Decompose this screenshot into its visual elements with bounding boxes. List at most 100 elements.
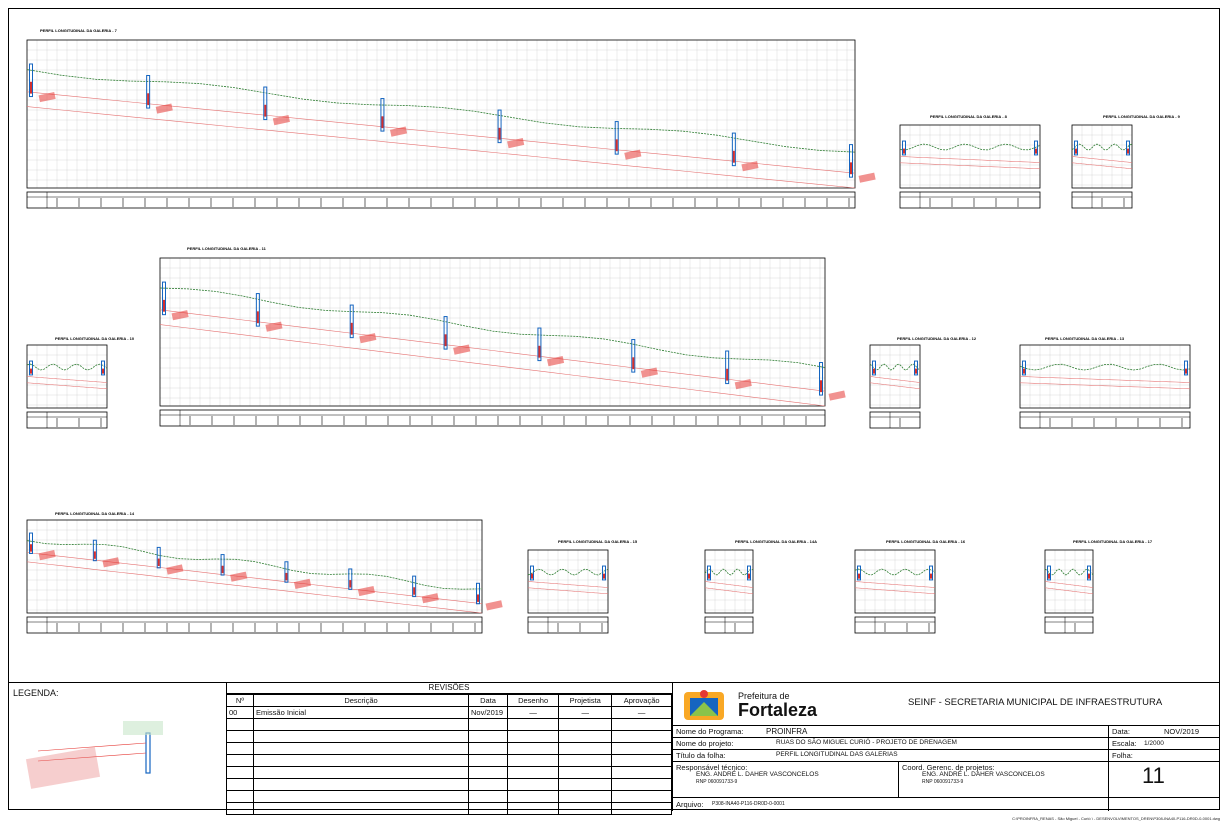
profile-frame xyxy=(1044,549,1094,614)
pipe-label-marker xyxy=(166,564,184,575)
manhole-symbol xyxy=(146,75,151,109)
pipe-label-marker xyxy=(734,379,752,390)
terrain-line xyxy=(26,540,483,590)
manhole-invert xyxy=(732,150,735,163)
pipe-bottom-line xyxy=(854,587,936,595)
manhole-symbol xyxy=(476,582,480,605)
gallery-title: PERFIL LONGITUDINAL DA GALERIA - 14A xyxy=(735,539,818,544)
pipe-bottom-line xyxy=(899,162,1041,170)
pipe-label-marker xyxy=(293,578,312,589)
gallery-profile-drawing xyxy=(869,344,921,429)
project-value: RUAS DO SÃO MIGUEL CURIÓ - PROJETO DE DR… xyxy=(776,739,957,746)
manhole-invert xyxy=(93,551,96,559)
rev-header-date: Data xyxy=(468,694,508,707)
rev-cell: Nov/2019 xyxy=(468,706,508,719)
manhole-symbol xyxy=(614,121,619,155)
pipe-top-line xyxy=(527,581,609,588)
gallery-title: PERFIL LONGITUDINAL DA GALERIA - 15 xyxy=(558,539,638,544)
table-row xyxy=(226,766,672,779)
pipe-label-marker xyxy=(357,585,375,597)
pipe-label-marker xyxy=(546,356,565,367)
manhole-invert xyxy=(30,81,32,94)
rev-cell: — xyxy=(506,706,560,719)
manhole-invert xyxy=(538,345,541,358)
pipe-label-marker xyxy=(640,367,658,378)
manhole-symbol xyxy=(1126,140,1130,156)
pipe-bottom-line xyxy=(26,382,108,390)
manhole-symbol xyxy=(156,546,161,569)
terrain-line xyxy=(854,568,936,576)
rev-header-num: Nº xyxy=(226,694,254,707)
manhole-symbol xyxy=(902,140,906,156)
station-table xyxy=(26,616,483,634)
profile-frame xyxy=(26,519,483,614)
pipe-bottom-line xyxy=(869,382,921,390)
pipe-label-marker xyxy=(421,593,439,604)
terrain-line xyxy=(899,143,1041,151)
station-table xyxy=(899,191,1041,209)
rev-header-drawing: Desenho xyxy=(506,694,560,707)
gallery-title: PERFIL LONGITUDINAL DA GALERIA - 13 xyxy=(1045,336,1125,341)
manhole-invert xyxy=(1185,368,1187,374)
manhole-invert xyxy=(850,162,852,175)
manhole-symbol xyxy=(349,304,354,339)
table-row xyxy=(226,742,672,755)
manhole-symbol xyxy=(29,63,33,98)
manhole-symbol xyxy=(380,98,385,132)
pipe-bottom-line xyxy=(704,587,754,595)
pipe-label-marker xyxy=(272,115,290,126)
revisions-header-row: Nº Descrição Data Desenho Projetista Apr… xyxy=(226,694,672,707)
manhole-invert xyxy=(873,368,875,374)
pipe-top-line xyxy=(1019,376,1191,383)
station-table xyxy=(1044,616,1094,634)
pipe-label-marker xyxy=(485,600,503,611)
rev-cell: — xyxy=(611,706,672,719)
gallery-title: PERFIL LONGITUDINAL DA GALERIA - 12 xyxy=(897,336,977,341)
pipe-bottom-line xyxy=(1044,587,1094,595)
gallery-profile-drawing xyxy=(1044,549,1094,634)
manhole-invert xyxy=(1035,148,1037,154)
terrain-line xyxy=(527,568,609,576)
table-row xyxy=(226,718,672,731)
manhole-invert xyxy=(726,368,729,381)
terrain-line xyxy=(26,69,856,153)
manhole-invert xyxy=(147,93,150,106)
terrain-line xyxy=(159,287,826,368)
gallery-profile-drawing xyxy=(26,519,503,634)
manhole-symbol xyxy=(101,360,105,376)
manhole-symbol xyxy=(1087,565,1091,581)
manhole-invert xyxy=(1127,148,1129,154)
title-block: Prefeitura de Fortaleza SEINF - SECRETAR… xyxy=(672,682,1220,811)
manhole-symbol xyxy=(857,565,861,581)
manhole-symbol xyxy=(707,565,711,581)
resp-name: ENG. ANDRÉ L. DAHER VASCONCELOS xyxy=(696,771,819,778)
manhole-invert xyxy=(285,572,288,581)
gallery-title: PERFIL LONGITUDINAL DA GALERIA - 7 xyxy=(40,28,117,33)
pipe-label-marker xyxy=(858,172,876,183)
manhole-invert xyxy=(444,334,447,347)
pipe-label-marker xyxy=(38,550,56,561)
manhole-invert xyxy=(1088,573,1090,579)
legend-symbol-icon xyxy=(25,721,163,789)
rev-header-approval: Aprovação xyxy=(611,694,672,707)
sheet-title-value: PERFIL LONGITUDINAL DAS GALERIAS xyxy=(776,751,898,758)
pipe-bottom-line xyxy=(159,324,826,407)
pipe-label-marker xyxy=(389,126,408,137)
manhole-invert xyxy=(1048,573,1050,579)
manhole-symbol xyxy=(1074,140,1078,156)
manhole-symbol xyxy=(162,281,166,316)
manhole-symbol xyxy=(263,86,268,121)
pipe-top-line xyxy=(26,91,856,174)
scale-label: Escala: xyxy=(1112,739,1137,748)
manhole-invert xyxy=(498,127,501,140)
sheet-title-label: Título da folha: xyxy=(676,751,726,760)
pipe-bottom-line xyxy=(1071,162,1133,170)
revisions-title: REVISÕES xyxy=(226,683,672,694)
table-row xyxy=(226,778,672,791)
station-table xyxy=(527,616,609,634)
program-label: Nome do Programa: xyxy=(676,727,744,736)
manhole-symbol xyxy=(631,339,636,373)
manhole-symbol xyxy=(255,293,260,327)
manhole-invert xyxy=(102,368,104,374)
manhole-symbol xyxy=(914,360,918,376)
